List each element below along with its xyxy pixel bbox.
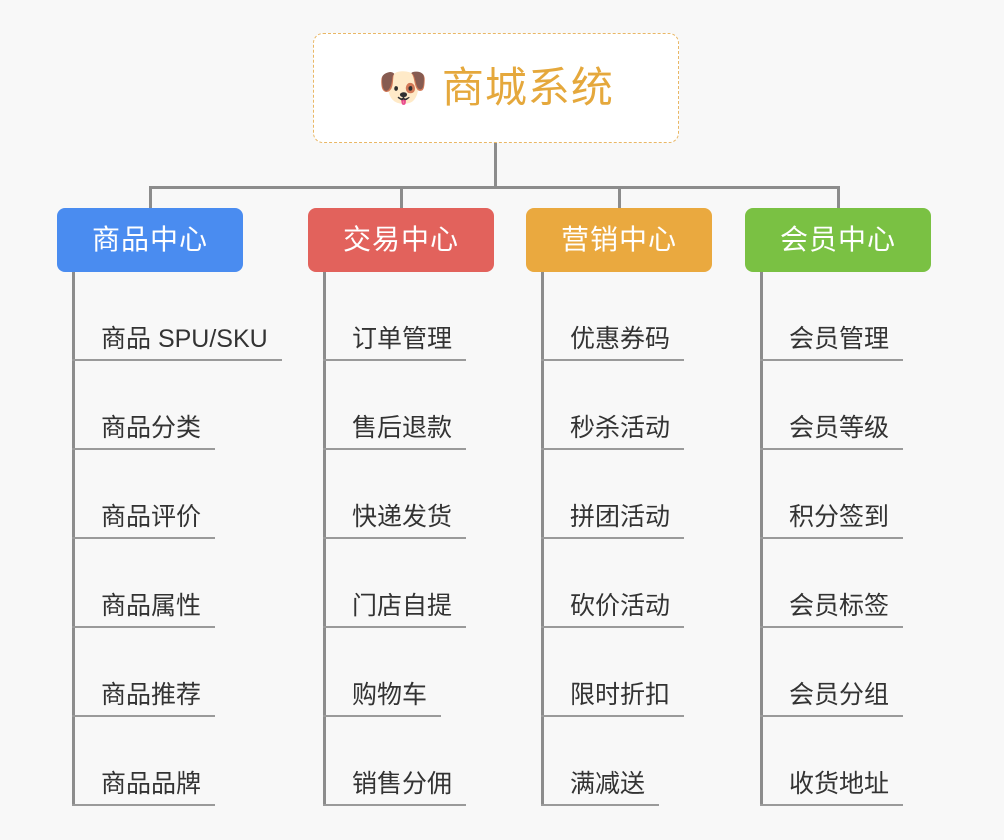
leaf-list-product-center: 商品 SPU/SKU 商品分类 商品评价 商品属性 商品推荐 商品品牌	[57, 272, 282, 806]
leaf-label: 商品推荐	[101, 680, 202, 709]
leaf-label: 商品属性	[101, 591, 202, 620]
list-item[interactable]: 商品 SPU/SKU	[57, 272, 282, 361]
root-title: 商城系统	[441, 64, 614, 111]
leaf-label: 售后退款	[352, 413, 453, 442]
leaf-list-member-center: 会员管理 会员等级 积分签到 会员标签 会员分组 收货地址	[745, 272, 931, 806]
category-header-label: 商品中心	[91, 224, 208, 255]
leaf-label: 门店自提	[352, 591, 453, 620]
list-item[interactable]: 砍价活动	[526, 539, 712, 628]
list-item[interactable]: 限时折扣	[526, 628, 712, 717]
category-column-product-center: 商品中心 商品 SPU/SKU 商品分类 商品评价 商品属性 商品推荐 商品品牌	[57, 208, 282, 806]
leaf-label: 商品评价	[101, 502, 202, 531]
branch-drop-line-1	[149, 186, 152, 210]
list-item[interactable]: 快递发货	[308, 450, 494, 539]
list-item[interactable]: 商品品牌	[57, 717, 282, 806]
list-item[interactable]: 商品推荐	[57, 628, 282, 717]
leaf-label: 会员分组	[789, 680, 890, 709]
list-item[interactable]: 满减送	[526, 717, 712, 806]
list-item[interactable]: 商品属性	[57, 539, 282, 628]
leaf-list-trade-center: 订单管理 售后退款 快递发货 门店自提 购物车 销售分佣	[308, 272, 494, 806]
list-item[interactable]: 会员分组	[745, 628, 931, 717]
leaf-label: 会员管理	[789, 324, 890, 353]
column-trunk-line	[541, 272, 544, 806]
leaf-label: 商品分类	[101, 413, 202, 442]
leaf-label: 积分签到	[789, 502, 890, 531]
dog-face-icon: 🐶	[378, 66, 428, 110]
list-item[interactable]: 收货地址	[745, 717, 931, 806]
category-column-trade-center: 交易中心 订单管理 售后退款 快递发货 门店自提 购物车 销售分佣	[308, 208, 494, 806]
leaf-label: 会员标签	[789, 591, 890, 620]
leaf-label: 快递发货	[352, 502, 453, 531]
list-item[interactable]: 销售分佣	[308, 717, 494, 806]
category-header-trade-center[interactable]: 交易中心	[308, 208, 494, 272]
leaf-label: 订单管理	[352, 324, 453, 353]
list-item[interactable]: 售后退款	[308, 361, 494, 450]
branch-drop-line-3	[618, 186, 621, 210]
leaf-label: 秒杀活动	[570, 413, 671, 442]
bus-line	[150, 186, 839, 189]
column-trunk-line	[760, 272, 763, 806]
list-item[interactable]: 拼团活动	[526, 450, 712, 539]
leaf-label: 会员等级	[789, 413, 890, 442]
list-item[interactable]: 购物车	[308, 628, 494, 717]
list-item[interactable]: 优惠券码	[526, 272, 712, 361]
category-header-label: 营销中心	[560, 224, 677, 255]
list-item[interactable]: 秒杀活动	[526, 361, 712, 450]
leaf-label: 商品 SPU/SKU	[101, 324, 268, 353]
list-item[interactable]: 会员等级	[745, 361, 931, 450]
leaf-label: 满减送	[570, 769, 646, 798]
root-node[interactable]: 🐶 商城系统	[313, 33, 679, 143]
leaf-label: 限时折扣	[570, 680, 671, 709]
category-header-member-center[interactable]: 会员中心	[745, 208, 931, 272]
leaf-label: 砍价活动	[570, 591, 671, 620]
list-item[interactable]: 门店自提	[308, 539, 494, 628]
category-header-label: 会员中心	[779, 224, 896, 255]
leaf-label: 收货地址	[789, 769, 890, 798]
leaf-label: 销售分佣	[352, 769, 453, 798]
leaf-label: 购物车	[352, 680, 428, 709]
category-header-product-center[interactable]: 商品中心	[57, 208, 243, 272]
list-item[interactable]: 商品评价	[57, 450, 282, 539]
branch-drop-line-4	[837, 186, 840, 210]
category-column-member-center: 会员中心 会员管理 会员等级 积分签到 会员标签 会员分组 收货地址	[745, 208, 931, 806]
root-drop-line	[494, 143, 497, 188]
list-item[interactable]: 会员管理	[745, 272, 931, 361]
branch-drop-line-2	[400, 186, 403, 210]
category-column-marketing-center: 营销中心 优惠券码 秒杀活动 拼团活动 砍价活动 限时折扣 满减送	[526, 208, 712, 806]
column-trunk-line	[72, 272, 75, 806]
list-item[interactable]: 会员标签	[745, 539, 931, 628]
leaf-list-marketing-center: 优惠券码 秒杀活动 拼团活动 砍价活动 限时折扣 满减送	[526, 272, 712, 806]
category-header-label: 交易中心	[342, 224, 459, 255]
column-trunk-line	[323, 272, 326, 806]
leaf-label: 优惠券码	[570, 324, 671, 353]
leaf-label: 商品品牌	[101, 769, 202, 798]
list-item[interactable]: 订单管理	[308, 272, 494, 361]
list-item[interactable]: 商品分类	[57, 361, 282, 450]
category-header-marketing-center[interactable]: 营销中心	[526, 208, 712, 272]
leaf-label: 拼团活动	[570, 502, 671, 531]
list-item[interactable]: 积分签到	[745, 450, 931, 539]
